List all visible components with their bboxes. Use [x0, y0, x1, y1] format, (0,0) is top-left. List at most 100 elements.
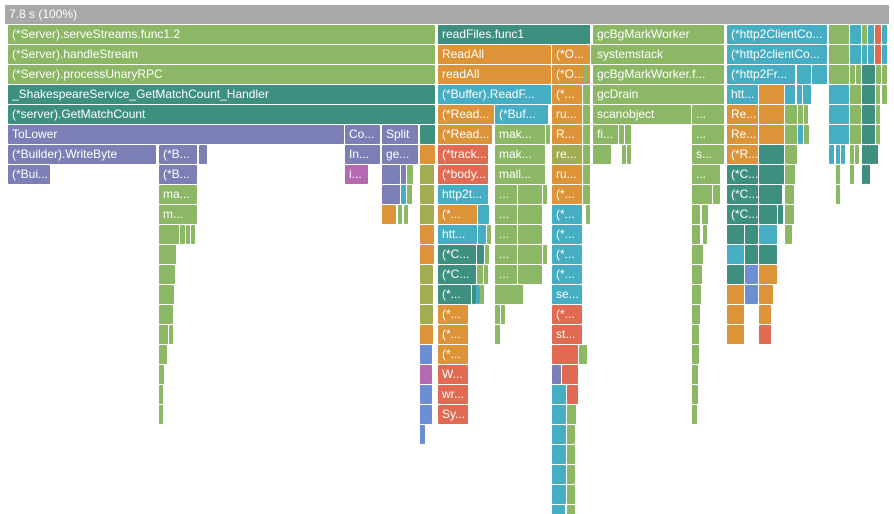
flame-frame[interactable] — [692, 325, 699, 344]
flame-frame-labeled[interactable]: Co... — [345, 125, 380, 144]
flame-frame[interactable] — [862, 145, 866, 164]
flame-frame[interactable] — [785, 125, 797, 144]
flame-frame[interactable] — [850, 25, 861, 44]
flame-frame[interactable] — [518, 205, 542, 224]
flame-frame[interactable] — [727, 225, 744, 244]
flame-frame-labeled[interactable]: re... — [552, 145, 582, 164]
flame-frame-labeled[interactable]: s... — [692, 145, 724, 164]
flame-frame[interactable] — [159, 405, 163, 424]
flame-frame[interactable] — [850, 85, 861, 104]
flame-frame[interactable] — [485, 245, 489, 264]
flame-frame[interactable] — [836, 185, 840, 204]
flame-frame-labeled[interactable]: http2t... — [438, 185, 488, 204]
flame-frame[interactable] — [798, 125, 803, 144]
flame-frame-labeled[interactable]: readAll — [438, 65, 551, 84]
flame-frame[interactable] — [495, 325, 500, 344]
flame-frame-labeled[interactable]: (*C... — [438, 245, 476, 264]
flame-frame[interactable] — [476, 285, 480, 304]
flame-frame-labeled[interactable]: (*... — [438, 305, 468, 324]
flame-frame[interactable] — [745, 285, 758, 304]
flame-frame[interactable] — [759, 205, 777, 224]
flame-frame[interactable] — [552, 505, 565, 514]
flame-frame[interactable] — [759, 125, 784, 144]
flame-frame[interactable] — [876, 65, 881, 84]
flame-frame[interactable] — [543, 185, 547, 204]
flame-frame[interactable] — [692, 385, 698, 404]
flame-frame[interactable] — [862, 125, 875, 144]
flame-frame-labeled[interactable]: R... — [552, 125, 582, 144]
flame-frame[interactable] — [159, 325, 168, 344]
flame-frame-labeled[interactable]: (*C... — [727, 185, 758, 204]
flame-frame-labeled[interactable]: Re... — [727, 125, 758, 144]
flame-frame[interactable] — [583, 85, 590, 104]
flame-frame[interactable] — [798, 105, 803, 124]
flame-frame[interactable] — [862, 25, 867, 44]
flame-frame[interactable] — [759, 305, 771, 324]
flame-frame[interactable] — [829, 45, 849, 64]
flame-frame[interactable] — [868, 25, 874, 44]
flame-frame[interactable] — [759, 325, 771, 344]
flame-frame[interactable] — [874, 145, 878, 164]
flame-frame-labeled[interactable]: Sy... — [438, 405, 468, 424]
flame-frame[interactable] — [619, 125, 624, 144]
flame-frame[interactable] — [692, 345, 699, 364]
flame-frame[interactable] — [579, 345, 583, 364]
flame-frame[interactable] — [420, 145, 435, 164]
flame-frame[interactable] — [191, 225, 195, 244]
flame-frame[interactable] — [567, 405, 576, 424]
flame-frame[interactable] — [785, 105, 797, 124]
flame-frame[interactable] — [836, 165, 840, 184]
flame-frame[interactable] — [420, 425, 425, 444]
flame-frame[interactable] — [420, 225, 434, 244]
flame-frame[interactable] — [759, 185, 782, 204]
flame-frame[interactable] — [586, 205, 590, 224]
flame-frame-labeled[interactable]: (*C... — [727, 165, 758, 184]
flame-frame[interactable] — [382, 185, 400, 204]
flame-frame[interactable] — [420, 345, 432, 364]
flame-frame-labeled[interactable]: (*Server).handleStream — [8, 45, 435, 64]
flame-frame[interactable] — [567, 485, 575, 504]
flame-frame-labeled[interactable]: (*Builder).WriteByte — [8, 145, 156, 164]
flame-frame[interactable] — [487, 225, 491, 244]
flame-frame[interactable] — [692, 205, 700, 224]
flame-frame[interactable] — [622, 145, 626, 164]
flame-frame-labeled[interactable]: ru... — [552, 105, 582, 124]
flame-frame[interactable] — [829, 85, 849, 104]
flame-frame[interactable] — [745, 225, 758, 244]
flame-frame[interactable] — [552, 385, 566, 404]
flame-frame[interactable] — [850, 105, 861, 124]
flame-frame-labeled[interactable]: (*http2ClientCo... — [727, 25, 827, 44]
flame-frame-labeled[interactable]: ReadAll — [438, 45, 551, 64]
flame-frame[interactable] — [584, 65, 588, 84]
flame-frame-labeled[interactable]: (*... — [552, 225, 582, 244]
flame-frame-labeled[interactable]: (*Server).serveStreams.func1.2 — [8, 25, 435, 44]
flame-frame-labeled[interactable]: (*Server).processUnaryRPC — [8, 65, 435, 84]
flame-frame-labeled[interactable]: gcDrain — [593, 85, 724, 104]
flame-frame[interactable] — [797, 85, 802, 104]
flame-frame[interactable] — [159, 225, 179, 244]
flame-frame-labeled[interactable]: fi... — [593, 125, 618, 144]
flame-frame[interactable] — [876, 105, 880, 124]
flame-frame[interactable] — [862, 165, 866, 184]
flame-frame-labeled[interactable]: (*... — [552, 205, 582, 224]
flame-frame[interactable] — [159, 365, 164, 384]
flame-frame[interactable] — [477, 265, 483, 284]
flame-frame[interactable] — [727, 285, 744, 304]
flame-frame-labeled[interactable]: (*R... — [727, 145, 758, 164]
flame-frame-labeled[interactable]: mak... — [495, 125, 545, 144]
flame-frame[interactable] — [713, 185, 720, 204]
flame-frame[interactable] — [567, 445, 575, 464]
flame-frame[interactable] — [829, 25, 849, 44]
flame-frame[interactable] — [583, 145, 590, 164]
flame-frame[interactable] — [804, 105, 808, 124]
flame-frame[interactable] — [159, 345, 167, 364]
flame-frame[interactable] — [692, 225, 700, 244]
flame-frame-labeled[interactable]: m... — [159, 205, 197, 224]
flame-frame[interactable] — [785, 185, 794, 204]
flame-frame[interactable] — [785, 225, 792, 244]
flame-frame[interactable] — [552, 365, 561, 384]
flame-frame[interactable] — [876, 125, 880, 144]
flame-frame[interactable] — [420, 245, 434, 264]
flame-frame-labeled[interactable]: (*C... — [438, 265, 476, 284]
